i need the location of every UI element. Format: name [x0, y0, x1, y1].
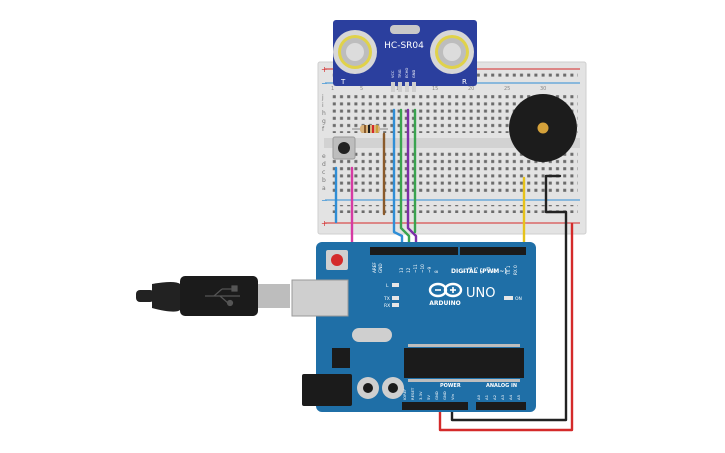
pin-label: TX 1 — [506, 265, 511, 276]
row-letter: b — [322, 177, 326, 184]
row-letter: e — [322, 153, 326, 160]
col-number: 5 — [360, 86, 363, 92]
analog-pin-label: A0 — [476, 394, 481, 400]
led-l-label: L — [386, 283, 389, 289]
row-letter: g — [322, 118, 326, 125]
col-number: 20 — [468, 86, 474, 92]
analog-pin-label: A4 — [508, 394, 513, 400]
rx-label: RX — [384, 303, 390, 309]
on-label: ON — [515, 296, 522, 302]
push-button[interactable] — [332, 136, 356, 160]
analog-pin-label: A2 — [492, 394, 497, 400]
power-pin-label: 3.3V — [418, 391, 423, 400]
pin-label: RX 0 — [513, 265, 518, 275]
arduino-logo-icon — [428, 282, 463, 298]
pin-label: ~10 — [420, 264, 425, 273]
wire-red — [438, 222, 574, 432]
pin-label: GND — [378, 263, 383, 273]
power-pin-label: 5V — [426, 395, 431, 400]
pin-label: AREF — [372, 262, 377, 273]
usb-icon — [205, 285, 240, 307]
crystal — [390, 25, 420, 34]
rail-plus-bottom: + — [321, 219, 328, 228]
power-pin-label: GND — [434, 391, 439, 400]
row-letter: i — [322, 102, 324, 109]
pin-label: ~11 — [413, 264, 418, 273]
digital-header-left — [370, 247, 458, 255]
col-number: 1 — [331, 86, 334, 92]
microcontroller-chip — [404, 348, 524, 378]
tx-label: TX — [383, 296, 390, 302]
sensor-pin-label: VCC — [391, 70, 395, 78]
analog-pin-label: A1 — [484, 394, 489, 400]
analog-header — [476, 402, 526, 410]
row-letter: f — [322, 126, 325, 133]
pin-label: 13 — [399, 267, 404, 273]
row-letter: j — [321, 94, 324, 101]
power-pin-label: Vin — [450, 393, 455, 400]
row-letter: d — [322, 161, 326, 168]
rail-minus-bottom: − — [321, 196, 328, 205]
arduino-uno-board[interactable]: AREF GND 13 12 ~11 ~10 ~9 8 7 ~6 ~5 4 ~3… — [291, 242, 536, 412]
row-letter: a — [322, 185, 326, 192]
power-label: POWER — [440, 383, 461, 389]
arduino-wordmark: ARDUINO — [429, 300, 460, 307]
voltage-regulator — [332, 348, 350, 368]
wire-black — [450, 174, 568, 422]
sensor-pin-label: ECHO — [405, 68, 409, 78]
row-letter: c — [322, 169, 325, 176]
power-pin-label: IOREF — [402, 389, 407, 400]
power-pin-label: GND — [442, 391, 447, 400]
board-model: UNO — [466, 286, 495, 301]
col-number: 30 — [540, 86, 546, 92]
led-rx — [392, 303, 399, 307]
usb-jack — [291, 279, 349, 317]
digital-label: DIGITAL (PWM~) — [451, 268, 507, 275]
pin-label: 12 — [406, 267, 411, 273]
led-l — [392, 283, 399, 287]
led-on — [504, 296, 513, 300]
led-tx — [392, 296, 399, 300]
sensor-r-mark: R — [462, 78, 467, 86]
rail-minus-top: − — [321, 79, 328, 88]
piezo-buzzer[interactable] — [509, 94, 577, 162]
usb-cable — [136, 276, 290, 316]
crystal-oscillator — [352, 328, 392, 342]
col-number: 15 — [432, 86, 438, 92]
digital-header-right — [460, 247, 526, 255]
power-jack — [302, 374, 352, 406]
pin-label: ~9 — [427, 266, 432, 273]
pin-label: ~6 — [468, 266, 473, 273]
pin-label: ~3 — [486, 266, 491, 273]
analog-pin-label: A3 — [500, 394, 505, 400]
analog-label: ANALOG IN — [486, 383, 517, 389]
analog-pin-label: A5 — [516, 394, 521, 400]
row-letter: h — [322, 110, 326, 117]
sensor-pin-label: TRIG — [398, 69, 402, 79]
resistor[interactable] — [352, 125, 388, 133]
ultrasonic-sensor[interactable]: HC-SR04 T R VCC TRIG ECHO GND — [333, 20, 477, 92]
pin-label: 7 — [462, 270, 467, 273]
power-header — [402, 402, 468, 410]
sensor-pin-label: GND — [412, 70, 416, 78]
pin-label: 2 — [492, 270, 497, 273]
pin-label: ~5 — [474, 266, 479, 273]
pin-label: 4 — [480, 270, 485, 273]
sensor-t-mark: T — [340, 78, 346, 86]
pin-label: 8 — [434, 270, 439, 273]
sensor-model-label: HC-SR04 — [384, 41, 424, 51]
rail-plus-top: + — [321, 65, 328, 74]
col-number: 25 — [504, 86, 510, 92]
power-pin-label: RESET — [410, 387, 415, 400]
